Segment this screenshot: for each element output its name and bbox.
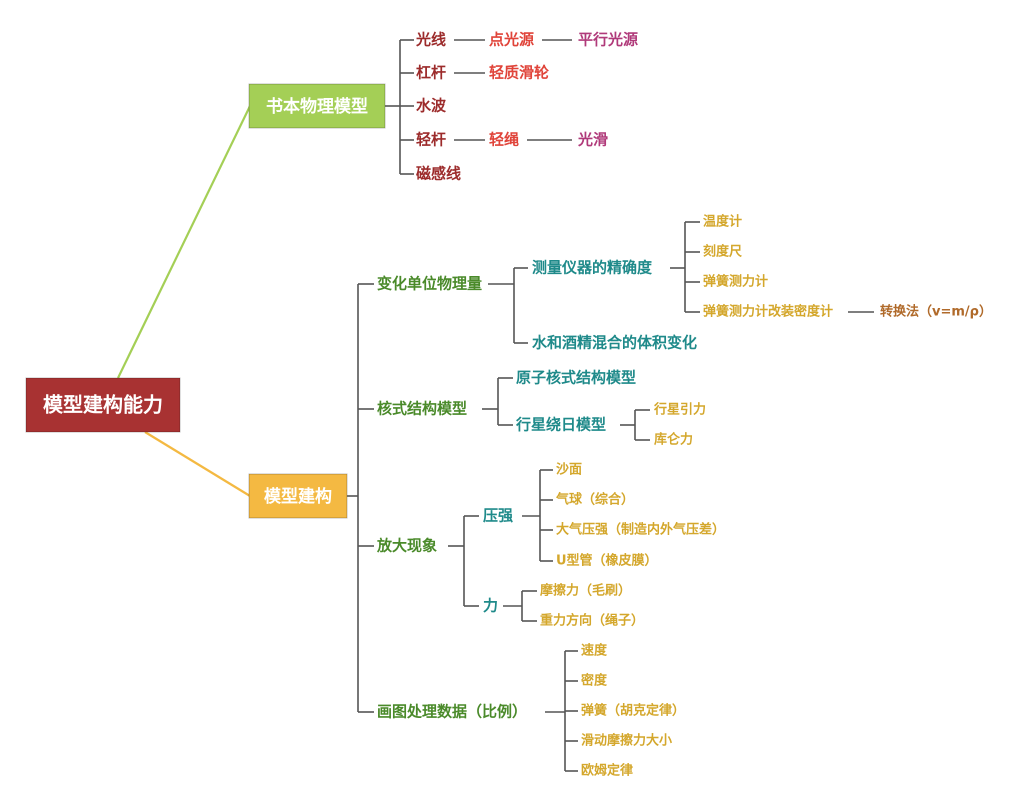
model-leaf[interactable]: 摩擦力（毛刷）: [540, 583, 631, 599]
model-leaf[interactable]: 沙面: [556, 463, 582, 478]
model-leaf[interactable]: 密度: [580, 673, 608, 689]
book-subsubitem[interactable]: 平行光源: [578, 31, 638, 49]
model-subitem[interactable]: 力: [483, 597, 498, 615]
model-leaf[interactable]: 刻度尺: [703, 244, 742, 260]
model-leaf[interactable]: 重力方向（绳子）: [540, 613, 644, 629]
model-leaf[interactable]: 速度: [581, 643, 608, 659]
model-leaf[interactable]: 弹簧测力计: [703, 274, 768, 290]
book-item[interactable]: 磁感线: [416, 165, 461, 183]
book-item[interactable]: 杠杆: [416, 64, 446, 82]
model-item[interactable]: 变化单位物理量: [377, 275, 482, 293]
model-leaf[interactable]: 弹簧（胡克定律）: [581, 703, 685, 719]
model-subitem[interactable]: 行星绕日模型: [515, 416, 606, 434]
link-root-model: [144, 431, 251, 497]
model-subitem[interactable]: 水和酒精混合的体积变化: [532, 334, 697, 352]
model-subitem[interactable]: 压强: [483, 507, 513, 525]
branch-book-node-box: [248, 83, 386, 129]
model-leaf-far[interactable]: 转换法（v=m/ρ）: [880, 304, 992, 320]
model-leaf[interactable]: 弹簧测力计改装密度计: [703, 304, 833, 320]
book-subitem[interactable]: 轻绳: [489, 131, 519, 149]
branch-model-node-label: 模型建构: [264, 486, 332, 507]
model-leaf[interactable]: 大气压强（制造内外气压差）: [556, 522, 725, 538]
branch-model-node-box: [248, 473, 348, 519]
branch-book-node[interactable]: 书本物理模型: [248, 83, 386, 129]
book-item[interactable]: 光线: [415, 31, 446, 49]
model-leaf[interactable]: 行星引力: [653, 402, 706, 418]
book-item[interactable]: 轻杆: [416, 131, 446, 149]
model-subitem[interactable]: 原子核式结构模型: [516, 369, 636, 387]
model-item[interactable]: 核式结构模型: [377, 400, 467, 418]
model-leaf[interactable]: 温度计: [703, 214, 742, 230]
model-subitem[interactable]: 测量仪器的精确度: [532, 259, 653, 277]
link-root-book: [117, 105, 251, 379]
book-item[interactable]: 水波: [416, 97, 447, 115]
root-node-box: [25, 377, 181, 433]
book-subsubitem[interactable]: 光滑: [577, 131, 608, 149]
model-leaf[interactable]: U型管（橡皮膜）: [556, 553, 658, 569]
model-item[interactable]: 画图处理数据（比例）: [377, 703, 527, 721]
book-subitem[interactable]: 点光源: [489, 31, 534, 49]
root-node-label: 模型建构能力: [43, 393, 163, 417]
model-leaf[interactable]: 欧姆定律: [581, 763, 633, 779]
model-leaf[interactable]: 库仑力: [654, 432, 693, 448]
branch-model-node[interactable]: 模型建构: [248, 473, 348, 519]
model-leaf[interactable]: 气球（综合）: [556, 492, 634, 508]
branch-book-node-label: 书本物理模型: [266, 96, 368, 117]
model-leaf[interactable]: 滑动摩擦力大小: [581, 733, 672, 749]
book-subitem[interactable]: 轻质滑轮: [489, 64, 549, 82]
model-item[interactable]: 放大现象: [376, 537, 437, 555]
root-node[interactable]: 模型建构能力: [25, 377, 181, 433]
